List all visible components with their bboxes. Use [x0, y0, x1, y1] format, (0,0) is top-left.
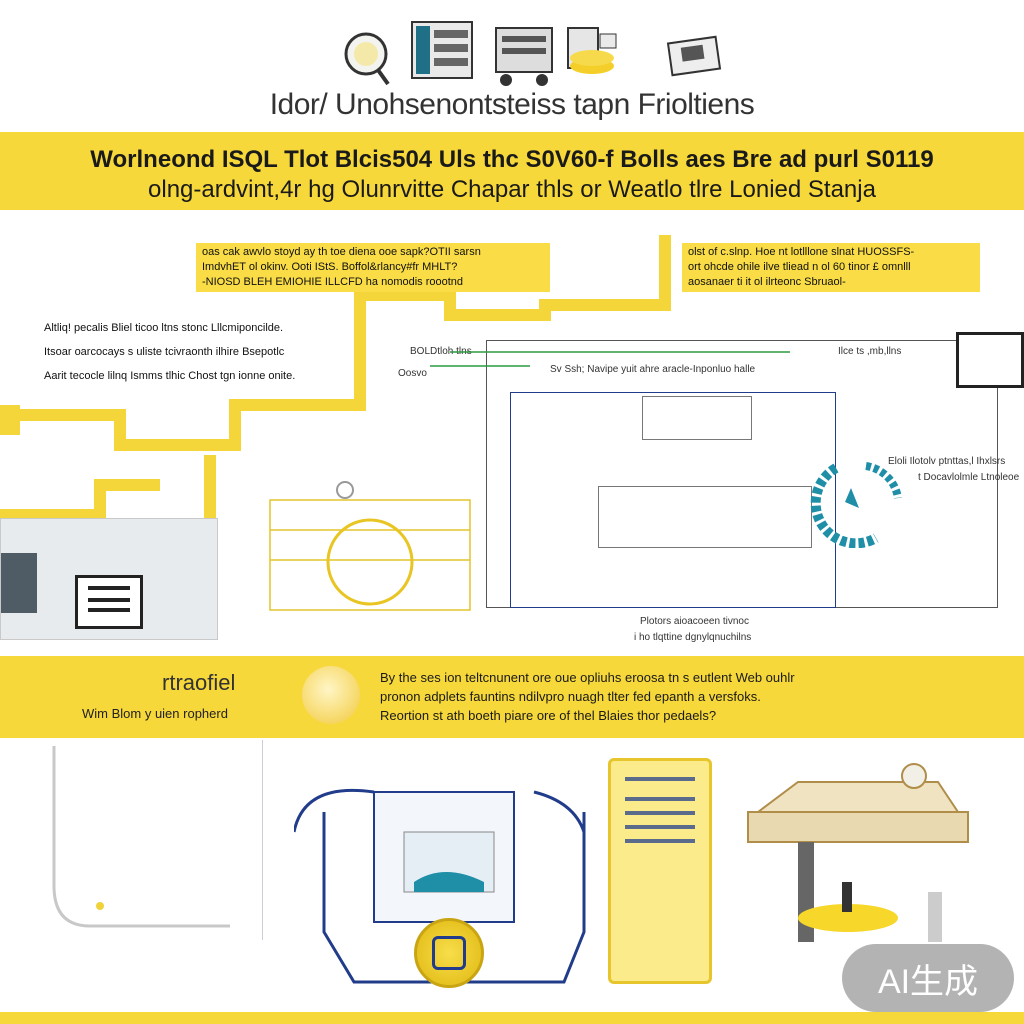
- screen-block: [1, 553, 37, 613]
- gold-stack-icon: [567, 27, 617, 74]
- top-icons: [330, 14, 730, 92]
- feature-heading: rtraofiel: [162, 670, 236, 695]
- banner-line-2: olng-ardvint,4r hg Olunrvitte Chapar thl…: [148, 176, 876, 203]
- feature-text: By the ses ion teltcnunent ore oue opliu…: [380, 668, 980, 725]
- divider-line: [262, 740, 263, 940]
- laptop-illustration: [294, 788, 586, 984]
- cart-machine-icon: [495, 27, 553, 86]
- top-banner: Worlneond ISQL Tlot Blcis504 Uls thc S0V…: [0, 132, 1024, 210]
- paragraph-line: Aarit tecocle lilnq Ismms tlhic Chost tg…: [44, 370, 296, 382]
- right-note-box: olst of c.slnp. Hoe nt lotlllone slnat H…: [682, 243, 980, 292]
- device-panel: [0, 518, 218, 640]
- feature-subheading: Wim Blom y uien ropherd: [82, 706, 228, 721]
- feature-text-line: Reortion st ath boeth piare ore of thel …: [380, 708, 717, 723]
- diagram-right-col-2: t Docavlolmle Ltnoleoe: [918, 472, 1020, 483]
- paragraph-line: Altliq! pecalis Bliel ticoo ltns stonc L…: [44, 322, 284, 334]
- right-note-line: ort ohcde ohile ilve tliead n ol 60 tino…: [688, 261, 911, 273]
- diagram-box-mid: [598, 486, 812, 548]
- globe-icon: [302, 666, 360, 724]
- feature-text-line: pronon adplets fauntins ndilvpro nuagh t…: [380, 689, 761, 704]
- diagram-caption-1: Plotors aioacoeen tivnoc: [640, 616, 749, 627]
- magnifier-icon: [344, 32, 390, 86]
- device-card-icon: [666, 35, 722, 77]
- diagram-box-top: [642, 396, 752, 440]
- left-note-line: ImdvhET ol okinv. Ooti IStS. Boffol&rlan…: [202, 261, 458, 273]
- right-note-line: aosanaer ti it ol ilrteonc Sbruaol-: [688, 276, 846, 288]
- tablet-doc-icon: [608, 758, 712, 984]
- monitor-icon: [956, 332, 1024, 388]
- banner-line-1: Worlneond ISQL Tlot Blcis504 Uls thc S0V…: [90, 146, 934, 173]
- left-paragraph: Altliq! pecalis Bliel ticoo ltns stonc L…: [44, 316, 295, 388]
- left-note-line: -NIOSD BLEH EMIOHIE ILLCFD ha nomodis ro…: [202, 276, 464, 288]
- diagram-inner-frame: [510, 392, 836, 608]
- server-rack-icon: [411, 21, 473, 79]
- feature-text-line: By the ses ion teltcnunent ore oue opliu…: [380, 670, 795, 685]
- printer-machine-icon: [747, 763, 969, 942]
- feature-band: rtraofiel Wim Blom y uien ropherd By the…: [0, 656, 1024, 738]
- diagram-left-label-1: BOLDtloh tlns: [410, 346, 472, 357]
- diagram-accents: [269, 351, 790, 611]
- diagram-caption-2: i ho tlqttine dgnylqnuchilns: [634, 632, 752, 643]
- diagram-right-col-1: Eloli Ilotolv ptnttas,l Ihxlsrs: [888, 456, 1006, 467]
- diagram-left-label-2: Oosvo: [398, 368, 427, 379]
- badge-edit-icon[interactable]: [414, 918, 484, 988]
- paragraph-line: Itsoar oarcocays s uliste tcivraonth ilh…: [44, 346, 285, 358]
- diagram-middle-label: Sv Ssh; Navipe yuit ahre aracle-Inponluo…: [550, 364, 756, 375]
- footer-bar: [0, 1012, 1024, 1024]
- ai-generated-badge: AI生成: [842, 944, 1014, 1012]
- cable-illustration: [52, 746, 230, 928]
- page-title: Idor/ Unohsenontsteiss tapn Frioltiens: [269, 88, 755, 121]
- right-note-line: olst of c.slnp. Hoe nt lotlllone slnat H…: [688, 246, 915, 258]
- document-icon[interactable]: [75, 575, 143, 629]
- diagram-right-label: Ilce ts ,mb,llns: [838, 346, 902, 357]
- refresh-ring-icon[interactable]: [806, 458, 906, 548]
- left-note-line: oas cak awvlo stoyd ay th toe diena ooe …: [202, 246, 481, 258]
- left-note-box: oas cak awvlo stoyd ay th toe diena ooe …: [196, 243, 550, 292]
